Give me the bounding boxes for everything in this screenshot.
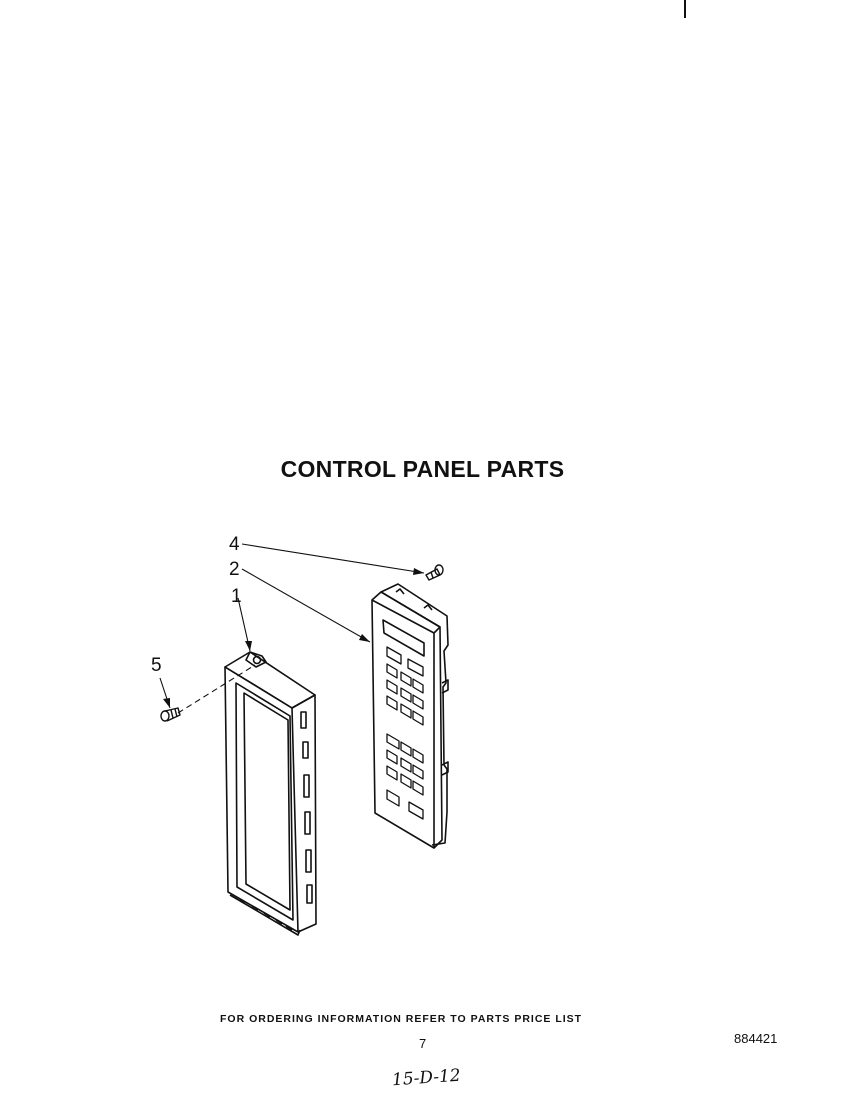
part-5-screw bbox=[160, 707, 181, 722]
callout-2: 2 bbox=[229, 559, 240, 580]
part-1-control-panel-frame bbox=[224, 651, 317, 936]
panel-upper-keypad bbox=[386, 646, 424, 726]
ordering-information-note: FOR ORDERING INFORMATION REFER TO PARTS … bbox=[220, 1013, 583, 1025]
leader-line-4 bbox=[241, 543, 425, 574]
corner-registration-mark bbox=[684, 0, 686, 18]
panel-display-window bbox=[382, 619, 425, 657]
callout-4: 4 bbox=[229, 534, 240, 555]
page-title: CONTROL PANEL PARTS bbox=[280, 456, 565, 482]
page-number: 7 bbox=[419, 1036, 427, 1051]
callout-5: 5 bbox=[151, 655, 162, 676]
callout-1: 1 bbox=[231, 586, 242, 607]
document-code: 884421 bbox=[734, 1031, 778, 1046]
part-4-screw bbox=[425, 564, 444, 581]
leader-lines bbox=[159, 543, 425, 714]
panel-lower-keypad bbox=[386, 733, 424, 820]
part-2-touch-control-panel bbox=[371, 583, 449, 849]
screw-5-alignment-dashes bbox=[177, 664, 256, 714]
leader-line-2 bbox=[241, 568, 371, 643]
